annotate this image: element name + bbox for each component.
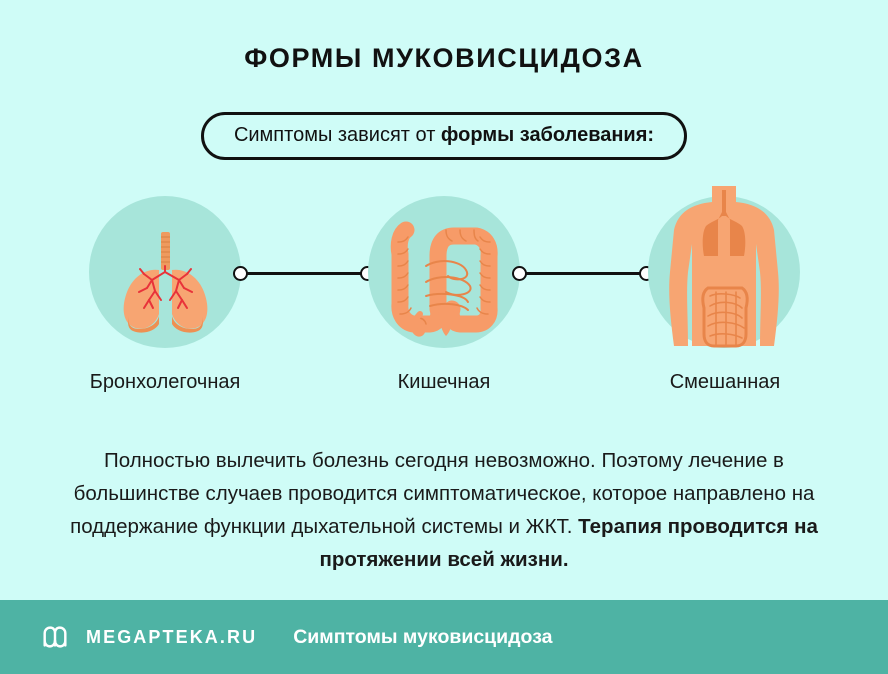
diagram-labels: Бронхолегочная Кишечная Смешанная bbox=[0, 371, 888, 399]
callout-container: Симптомы зависят от формы заболевания: bbox=[0, 112, 888, 160]
body-text-bold: Терапия проводится на протяжении всей жи… bbox=[319, 515, 818, 571]
connector-line bbox=[240, 272, 368, 275]
footer-caption: Симптомы муковисцидоза bbox=[293, 625, 553, 648]
connector-dot-left bbox=[233, 266, 248, 281]
diagram-node-mixed bbox=[648, 186, 800, 348]
forms-diagram bbox=[0, 186, 888, 356]
body-text-normal: Полностью вылечить болезнь сегодня невоз… bbox=[70, 449, 815, 538]
label-bronchopulmonary: Бронхолегочная bbox=[89, 371, 241, 393]
intestines-icon bbox=[390, 221, 498, 337]
footer-brand: MEGAPTEKA.RU bbox=[86, 626, 258, 647]
megapteka-logo-icon bbox=[43, 626, 67, 648]
torso-organs-icon bbox=[669, 186, 779, 348]
callout-pill: Симптомы зависят от формы заболевания: bbox=[200, 112, 688, 160]
lungs-icon bbox=[123, 232, 208, 333]
label-intestinal: Кишечная bbox=[397, 371, 491, 393]
connector-2 bbox=[512, 264, 654, 282]
diagram-node-bronchopulmonary bbox=[89, 196, 241, 348]
connector-line bbox=[519, 272, 647, 275]
callout-text-normal: Симптомы зависят от bbox=[233, 124, 441, 146]
label-mixed: Смешанная bbox=[669, 371, 781, 393]
body-paragraph: Полностью вылечить болезнь сегодня невоз… bbox=[54, 444, 834, 576]
connector-dot-left bbox=[512, 266, 527, 281]
footer-bar: MEGAPTEKA.RU Симптомы муковисцидоза bbox=[0, 600, 888, 674]
connector-1 bbox=[233, 264, 375, 282]
callout-text-bold: формы заболевания: bbox=[440, 124, 655, 146]
diagram-node-intestinal bbox=[368, 196, 520, 348]
page-title: ФОРМЫ МУКОВИСЦИДОЗА bbox=[244, 43, 644, 73]
